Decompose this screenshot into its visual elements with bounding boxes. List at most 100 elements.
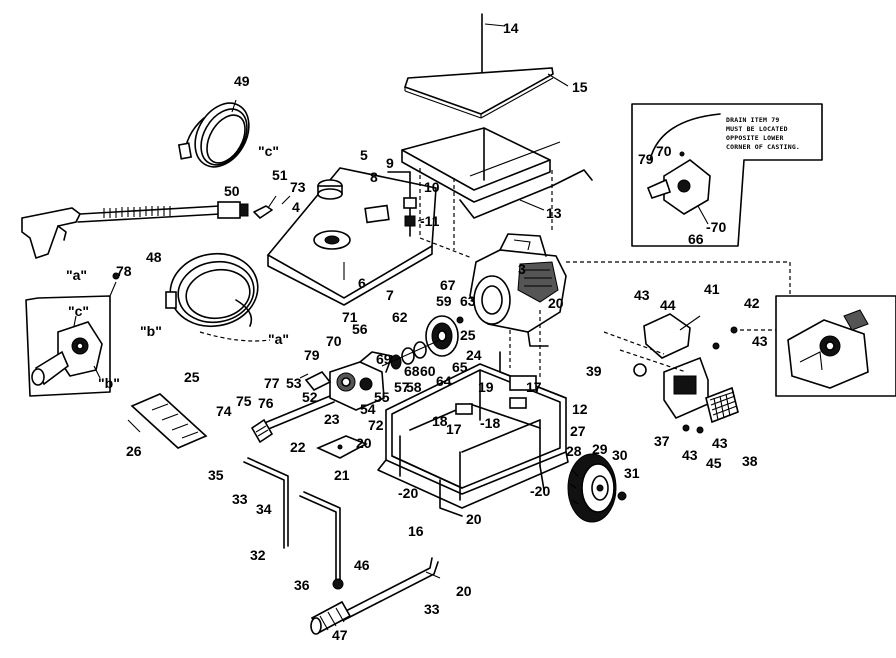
wand-ribs <box>103 206 171 218</box>
part-5-fuel-cap <box>317 179 343 200</box>
part-label-49: 49 <box>234 73 250 89</box>
part-54-pump-assembly <box>329 351 393 411</box>
part-label-18b: -18 <box>480 415 500 431</box>
part-label-10: 10 <box>424 179 440 195</box>
part-label-c1: "c" <box>258 143 279 159</box>
part-label-71: 71 <box>342 309 358 325</box>
part-label-67: 67 <box>440 277 456 293</box>
part-label-5: 5 <box>360 147 368 163</box>
inset-right-detail <box>775 295 896 397</box>
part-label-79b: 79 <box>638 151 654 167</box>
part-label-20c: -20 <box>398 485 418 501</box>
part-label-21: 21 <box>334 467 350 483</box>
part-label-4: 4 <box>292 199 300 215</box>
part-41-44-bracket <box>603 313 776 434</box>
part-label-66: 66 <box>688 231 704 247</box>
note-line-3: OPPOSITE LOWER <box>726 134 784 142</box>
part-label-20a: 20 <box>548 295 564 311</box>
part-label-70c: -70 <box>706 219 726 235</box>
part-46-cross-bar <box>339 557 441 621</box>
part-label-48: 48 <box>146 249 162 265</box>
part-label-13: 13 <box>546 205 562 221</box>
part-label-b2: "b" <box>98 375 120 391</box>
part-label-59: 59 <box>436 293 452 309</box>
part-label-19: 19 <box>478 379 494 395</box>
part-label-60: 60 <box>420 363 436 379</box>
part-label-51: 51 <box>272 167 288 183</box>
part-label-41: 41 <box>704 281 720 297</box>
part-label-69: 69 <box>376 351 392 367</box>
part-label-79a: 79 <box>304 347 320 363</box>
part-label-26: 26 <box>126 443 142 459</box>
part-label-47: 47 <box>332 627 348 643</box>
part-49-hose-coil <box>177 99 250 168</box>
part-label-c2: "c" <box>68 303 89 319</box>
part-50-spray-gun-wand <box>21 201 249 260</box>
part-label-9: 9 <box>386 155 394 171</box>
part-label-43c: 43 <box>712 435 728 451</box>
part-label-44: 44 <box>660 297 676 313</box>
part-label-12: 12 <box>572 401 588 417</box>
part-label-77: 77 <box>264 375 280 391</box>
part-label-34: 34 <box>256 501 272 517</box>
part-label-17b: 17 <box>446 421 462 437</box>
part-14-screw <box>481 13 506 73</box>
part-label-64: 64 <box>436 373 452 389</box>
part-label-14: 14 <box>503 20 519 36</box>
note-line-4: CORNER OF CASTING. <box>726 143 800 151</box>
part-label-38: 38 <box>742 453 758 469</box>
part-label-28: 28 <box>566 443 582 459</box>
part-label-16: 16 <box>408 523 424 539</box>
part-9-10-11-fuel-fittings <box>387 171 425 237</box>
part-label-43b: 43 <box>752 333 768 349</box>
part-label-3: 3 <box>518 261 526 277</box>
part-label-72: 72 <box>368 417 384 433</box>
part-label-53: 53 <box>286 375 302 391</box>
part-3-engine <box>469 233 791 347</box>
part-13-shroud <box>401 127 593 259</box>
part-label-68: 68 <box>404 363 420 379</box>
part-label-43a: 43 <box>634 287 650 303</box>
part-59-pulley <box>425 315 459 357</box>
part-label-27: 27 <box>570 423 586 439</box>
part-label-76: 76 <box>258 395 274 411</box>
part-label-a1: "a" <box>66 267 87 283</box>
inset-pump-detail <box>25 272 120 397</box>
part-label-57: 57 <box>394 379 410 395</box>
part-26-panel <box>127 393 208 449</box>
part-label-17a: 17 <box>526 379 542 395</box>
part-label-7: 7 <box>386 287 394 303</box>
drain-note: DRAIN ITEM 79 MUST BE LOCATED OPPOSITE L… <box>726 116 800 151</box>
part-label-35: 35 <box>208 467 224 483</box>
part-label-b1: "b" <box>140 323 162 339</box>
part-48-hose-coil <box>165 252 271 342</box>
part-label-23: 23 <box>324 411 340 427</box>
part-label-78: 78 <box>116 263 132 279</box>
part-label-15: 15 <box>572 79 588 95</box>
part-label-32: 32 <box>250 547 266 563</box>
part-label-37: 37 <box>654 433 670 449</box>
part-35-handle-right <box>299 491 344 590</box>
part-label-65: 65 <box>452 359 468 375</box>
part-label-31: 31 <box>624 465 640 481</box>
part-38-filter-element <box>705 386 739 424</box>
part-label-36: 36 <box>294 577 310 593</box>
part-37-air-cleaner <box>633 356 709 420</box>
part-label-11: -11 <box>420 213 440 229</box>
part-label-20e: 20 <box>466 511 482 527</box>
part-label-45: 45 <box>706 455 722 471</box>
part-label-52: 52 <box>302 389 318 405</box>
part-label-70b: 70 <box>656 143 672 159</box>
part-label-39: 39 <box>586 363 602 379</box>
part-label-73: 73 <box>290 179 306 195</box>
part-label-29: 29 <box>592 441 608 457</box>
part-label-6: 6 <box>358 275 366 291</box>
part-label-74: 74 <box>216 403 232 419</box>
note-line-1: DRAIN ITEM 79 <box>726 116 779 124</box>
inset-note-box <box>631 103 823 247</box>
part-label-56: 56 <box>352 321 368 337</box>
part-label-33b: 33 <box>424 601 440 617</box>
